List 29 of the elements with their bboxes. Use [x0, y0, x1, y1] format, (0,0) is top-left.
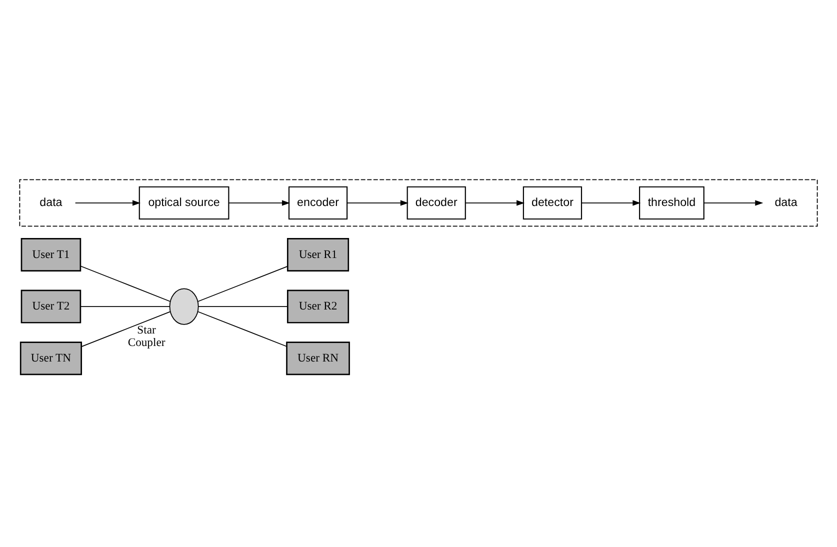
arrow — [74, 200, 141, 206]
arrow — [465, 200, 525, 206]
arrow — [704, 200, 764, 206]
arrow — [346, 200, 408, 206]
node-box: User R1 — [286, 238, 350, 272]
connector — [81, 311, 171, 348]
connector — [197, 311, 287, 347]
connector — [198, 306, 288, 307]
node-box: User R2 — [286, 290, 350, 324]
node-box: decoder — [406, 186, 466, 220]
node-box: User T2 — [20, 290, 82, 324]
arrow — [581, 200, 641, 206]
connector — [80, 306, 170, 307]
connector — [197, 266, 288, 302]
node-circle — [169, 288, 199, 325]
node-box: User TN — [20, 342, 82, 376]
node-box: encoder — [288, 186, 348, 220]
node-box: threshold — [639, 186, 704, 220]
node-box: User T1 — [20, 238, 82, 272]
node-label: Coupler — [128, 336, 166, 350]
cluster — [19, 179, 818, 227]
node-box: optical source — [138, 186, 230, 220]
connector — [80, 266, 171, 302]
arrow — [228, 200, 290, 206]
node-text: data — [774, 196, 798, 209]
node-text: data — [40, 196, 62, 209]
node-box: detector — [522, 186, 582, 220]
node-label: Star — [137, 324, 156, 337]
node-box: User RN — [286, 342, 350, 376]
